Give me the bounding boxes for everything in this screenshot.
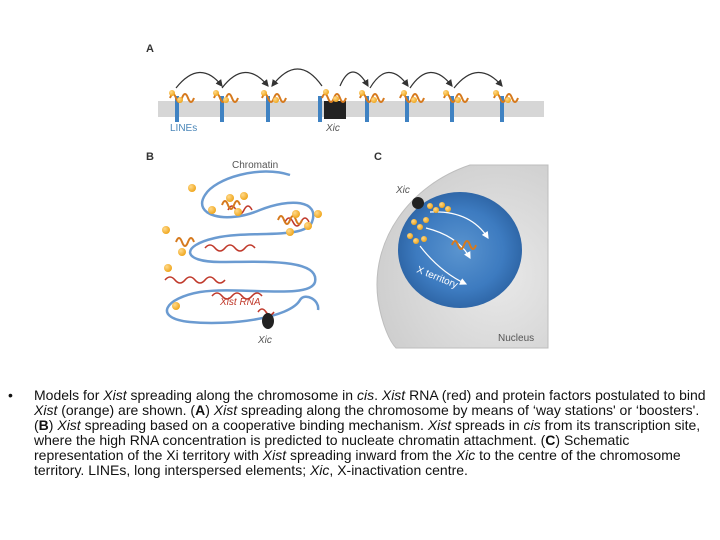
nucleus-label: Nucleus xyxy=(498,333,534,344)
x-territory xyxy=(398,192,522,308)
caption-segment: cis xyxy=(357,387,374,403)
caption-segment: Xic xyxy=(456,447,475,463)
caption-segment: Xist xyxy=(103,387,126,403)
xist-rna-label: Xist RNA xyxy=(219,297,261,308)
caption-segment: Models for xyxy=(34,387,103,403)
xic-block-a xyxy=(324,101,346,119)
chromatin-label: Chromatin xyxy=(232,160,278,171)
bullet: • xyxy=(8,388,34,478)
spreading-arcs xyxy=(176,69,502,88)
xic-label-a: Xic xyxy=(325,123,340,134)
caption-segment: Xist xyxy=(428,417,451,433)
caption-segment: Xist xyxy=(263,447,286,463)
caption-segment: , X-inactivation centre. xyxy=(329,462,468,478)
panel-c: C Xic X territory Nucleus xyxy=(374,151,548,348)
caption-segment: B xyxy=(39,417,49,433)
caption-segment: spreading along the chromosome in xyxy=(127,387,357,403)
figure-caption: • Models for Xist spreading along the ch… xyxy=(8,388,712,478)
panel-b-letter: B xyxy=(146,151,154,163)
caption-segment: (orange) are shown. ( xyxy=(57,402,195,418)
caption-segment: spreading inward from the xyxy=(286,447,456,463)
caption-segment: Xist xyxy=(57,417,80,433)
xist-bound-clusters-b xyxy=(176,201,302,246)
caption-segment: cis xyxy=(524,417,541,433)
panel-b: B Chromatin Xist RNA xyxy=(146,151,322,346)
caption-segment: Xist xyxy=(382,387,405,403)
caption-segment: Xist xyxy=(214,402,237,418)
caption-segment: C xyxy=(545,432,555,448)
panel-a-letter: A xyxy=(146,43,154,55)
panel-c-letter: C xyxy=(374,151,382,163)
caption-segment: . xyxy=(374,387,382,403)
caption-segment: A xyxy=(195,402,205,418)
xic-label-b: Xic xyxy=(257,335,272,346)
caption-segment: ) xyxy=(205,402,214,418)
caption-segment: spreading based on a cooperative binding… xyxy=(81,417,428,433)
caption-segment: RNA (red) and protein factors postulated… xyxy=(405,387,705,403)
xic-locus-c xyxy=(412,197,424,209)
xic-label-c: Xic xyxy=(395,185,410,196)
xic-locus-b xyxy=(262,313,274,329)
lines-label: LINEs xyxy=(170,123,197,134)
chromosome-bar xyxy=(158,101,544,117)
caption-segment: Xic xyxy=(310,462,329,478)
caption-text: Models for Xist spreading along the chro… xyxy=(34,388,712,478)
caption-segment: spreads in xyxy=(451,417,523,433)
caption-segment: Xist xyxy=(34,402,57,418)
figure-xist-spreading-models: A xyxy=(0,0,720,370)
panel-a: A xyxy=(146,43,544,134)
